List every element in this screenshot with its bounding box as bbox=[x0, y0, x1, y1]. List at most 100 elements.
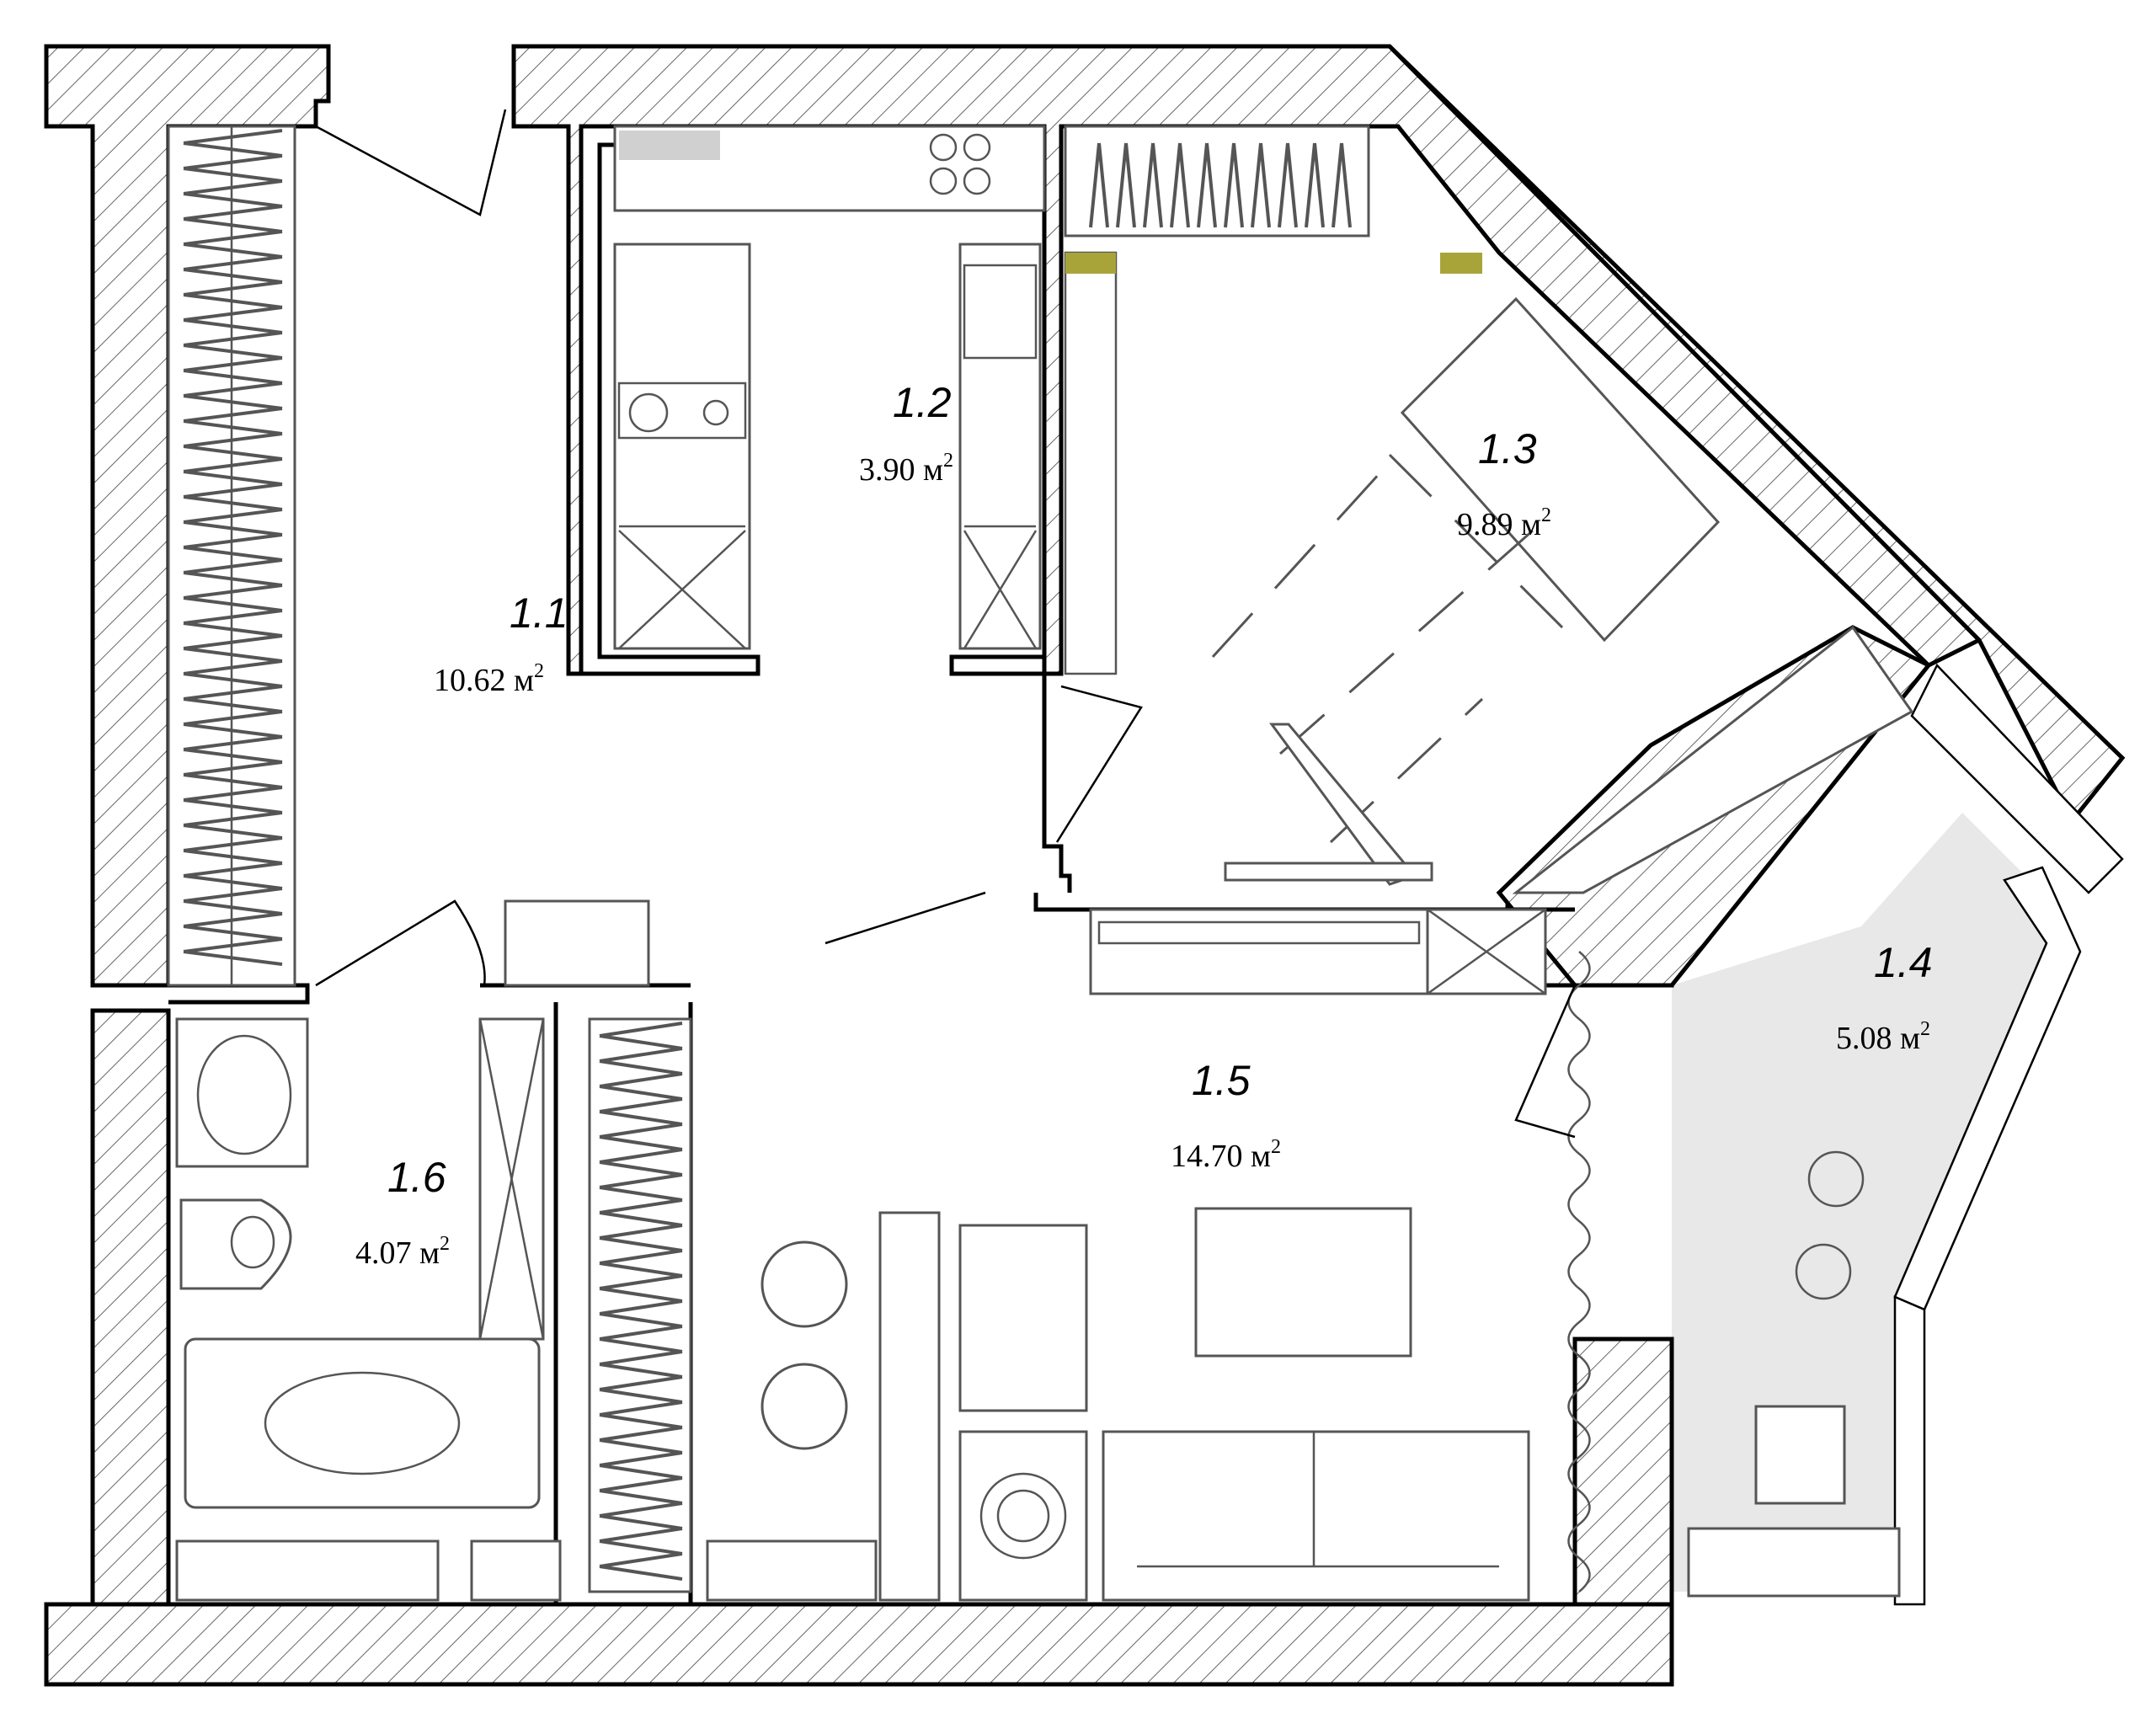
bar-counter bbox=[878, 1211, 941, 1602]
hanger-icon bbox=[599, 1198, 683, 1227]
hanger-icon bbox=[599, 1022, 683, 1050]
svg-text:5.08 м2: 5.08 м2 bbox=[1836, 1018, 1930, 1056]
round-stool-1 bbox=[760, 1240, 848, 1328]
hall-wardrobe-hangers bbox=[183, 129, 283, 966]
hall-armchair bbox=[504, 899, 650, 987]
bathroom-furniture bbox=[175, 1017, 562, 1602]
svg-text:1.5: 1.5 bbox=[1192, 1057, 1251, 1104]
hanger-icon bbox=[599, 1476, 683, 1505]
balcony-table bbox=[1687, 1527, 1901, 1598]
hanger-icon bbox=[599, 1249, 683, 1278]
hanger-icon bbox=[183, 432, 283, 461]
hanger-icon bbox=[183, 483, 283, 511]
svg-text:3.90 м2: 3.90 м2 bbox=[859, 450, 953, 488]
living-door bbox=[825, 891, 986, 945]
radiator-icon bbox=[1064, 251, 1118, 675]
armchair-living bbox=[958, 1224, 1088, 1412]
room-label-1-1: 1.1 10.62 м2 bbox=[434, 590, 568, 698]
bed-headboard bbox=[1400, 296, 1721, 643]
hanger-icon bbox=[183, 356, 283, 385]
kitchen-right-counter bbox=[958, 243, 1042, 650]
hanger-icon bbox=[183, 811, 283, 840]
hanger-icon bbox=[599, 1401, 683, 1429]
hanger-icon bbox=[183, 558, 283, 587]
wall-living-top bbox=[1033, 893, 1575, 912]
svg-text:1.2: 1.2 bbox=[893, 379, 952, 426]
hanger-icon bbox=[183, 912, 283, 941]
balcony-glazing bbox=[1893, 663, 2124, 1606]
svg-text:1.4: 1.4 bbox=[1874, 939, 1933, 986]
balcony-furniture bbox=[1687, 1150, 1901, 1598]
bathroom-door bbox=[315, 899, 486, 987]
bathtub bbox=[184, 1337, 541, 1509]
hanger-icon bbox=[183, 331, 283, 360]
hanger-icon bbox=[183, 179, 283, 208]
hanger-icon bbox=[183, 862, 283, 890]
washbasin bbox=[175, 1017, 309, 1168]
svg-text:1.3: 1.3 bbox=[1478, 425, 1537, 472]
hanger-icon bbox=[599, 1375, 683, 1404]
entrance-door bbox=[315, 109, 507, 216]
hanger-icon bbox=[599, 1224, 683, 1252]
room-label-1-5: 1.5 14.70 м2 bbox=[1171, 1057, 1281, 1174]
room-label-1-3: 1.3 9.89 м2 bbox=[1457, 425, 1551, 542]
hanger-icon bbox=[1224, 142, 1244, 228]
hanger-icon bbox=[1116, 142, 1136, 228]
hanger-icon bbox=[599, 1502, 683, 1530]
hanger-icon bbox=[599, 1426, 683, 1454]
washer-counter bbox=[175, 1539, 440, 1602]
hanger-icon bbox=[183, 154, 283, 183]
hanger-icon bbox=[183, 887, 283, 915]
hanger-icon bbox=[1143, 142, 1163, 228]
hanger-icon bbox=[183, 255, 283, 284]
washing-machine bbox=[958, 1430, 1088, 1602]
balcony-floor bbox=[1672, 813, 2047, 1592]
room-label-1-2: 1.2 3.90 м2 bbox=[859, 379, 953, 488]
sink-icon bbox=[963, 264, 1038, 360]
hob-icon bbox=[617, 381, 747, 440]
svg-text:14.70 м2: 14.70 м2 bbox=[1171, 1136, 1281, 1174]
wall-hall-entry bbox=[1042, 674, 1072, 893]
hanger-icon bbox=[183, 836, 283, 865]
hanger-icon bbox=[183, 205, 283, 233]
hanger-icon bbox=[183, 584, 283, 612]
balcony-armchair bbox=[1754, 1405, 1846, 1505]
hanger-icon bbox=[599, 1325, 683, 1353]
hanger-icon bbox=[183, 710, 283, 739]
hanger-icon bbox=[1170, 142, 1190, 228]
bedroom-door bbox=[1055, 685, 1143, 843]
room-label-1-4: 1.4 5.08 м2 bbox=[1836, 939, 1933, 1056]
hanger-icon bbox=[183, 659, 283, 688]
hanger-icon bbox=[183, 735, 283, 764]
hanger-icon bbox=[183, 280, 283, 309]
svg-text:1.6: 1.6 bbox=[387, 1154, 446, 1201]
hanger-icon bbox=[1278, 142, 1298, 228]
curtain-icon bbox=[1567, 951, 1591, 1593]
hanger-icon bbox=[183, 634, 283, 663]
svg-text:9.89 м2: 9.89 м2 bbox=[1457, 504, 1551, 542]
wall-left bbox=[44, 1008, 171, 1687]
living-furniture bbox=[504, 899, 1591, 1602]
kitchen-left-counter bbox=[613, 243, 751, 650]
wall-top-right bbox=[511, 44, 1983, 676]
wall-bottom bbox=[44, 1602, 1674, 1687]
hanger-icon bbox=[599, 1527, 683, 1555]
hanger-icon bbox=[183, 760, 283, 789]
hanger-icon bbox=[599, 1047, 683, 1075]
hanger-icon bbox=[183, 786, 283, 814]
flower-icon-1 bbox=[1807, 1150, 1865, 1208]
svg-text:10.62 м2: 10.62 м2 bbox=[434, 660, 544, 698]
wall-bath-top bbox=[168, 983, 310, 1005]
hanger-icon bbox=[599, 1123, 683, 1151]
hanger-icon bbox=[599, 1274, 683, 1303]
bedroom-wardrobe-hangers bbox=[1089, 142, 1352, 228]
living-bench bbox=[706, 1539, 878, 1602]
hanger-icon bbox=[1305, 142, 1325, 228]
hanger-icon bbox=[183, 508, 283, 536]
hanger-icon bbox=[183, 937, 283, 966]
tv-unit bbox=[1089, 908, 1429, 995]
hanger-icon bbox=[183, 457, 283, 486]
doors bbox=[315, 109, 1577, 1139]
balcony-door bbox=[1514, 984, 1577, 1139]
